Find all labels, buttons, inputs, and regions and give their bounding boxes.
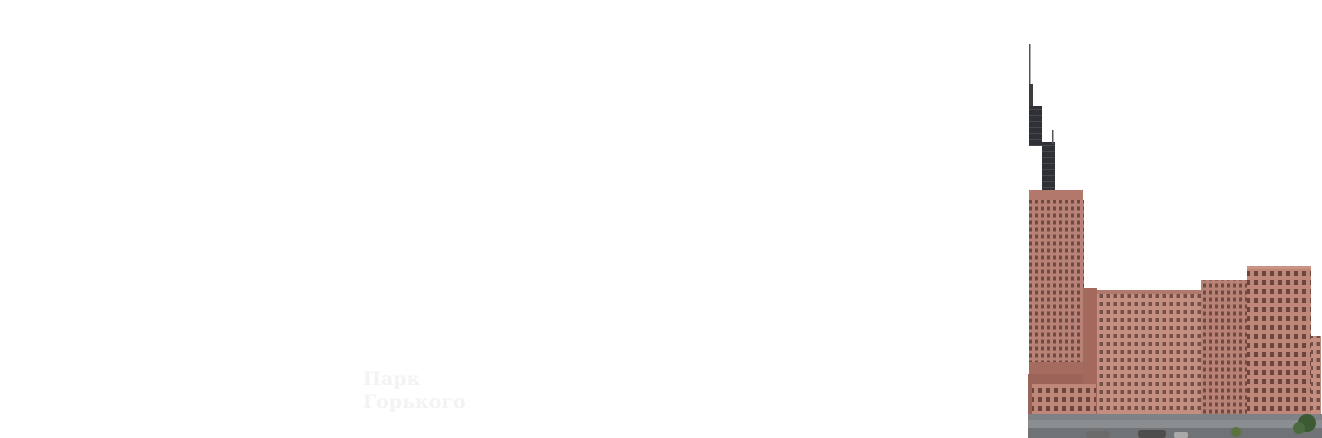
residential-complex-image: [1028, 44, 1322, 438]
location-caption: Парк Горького: [363, 368, 466, 414]
caption-line-2: Горького: [363, 391, 466, 413]
caption-line-1: Парк: [363, 368, 421, 390]
